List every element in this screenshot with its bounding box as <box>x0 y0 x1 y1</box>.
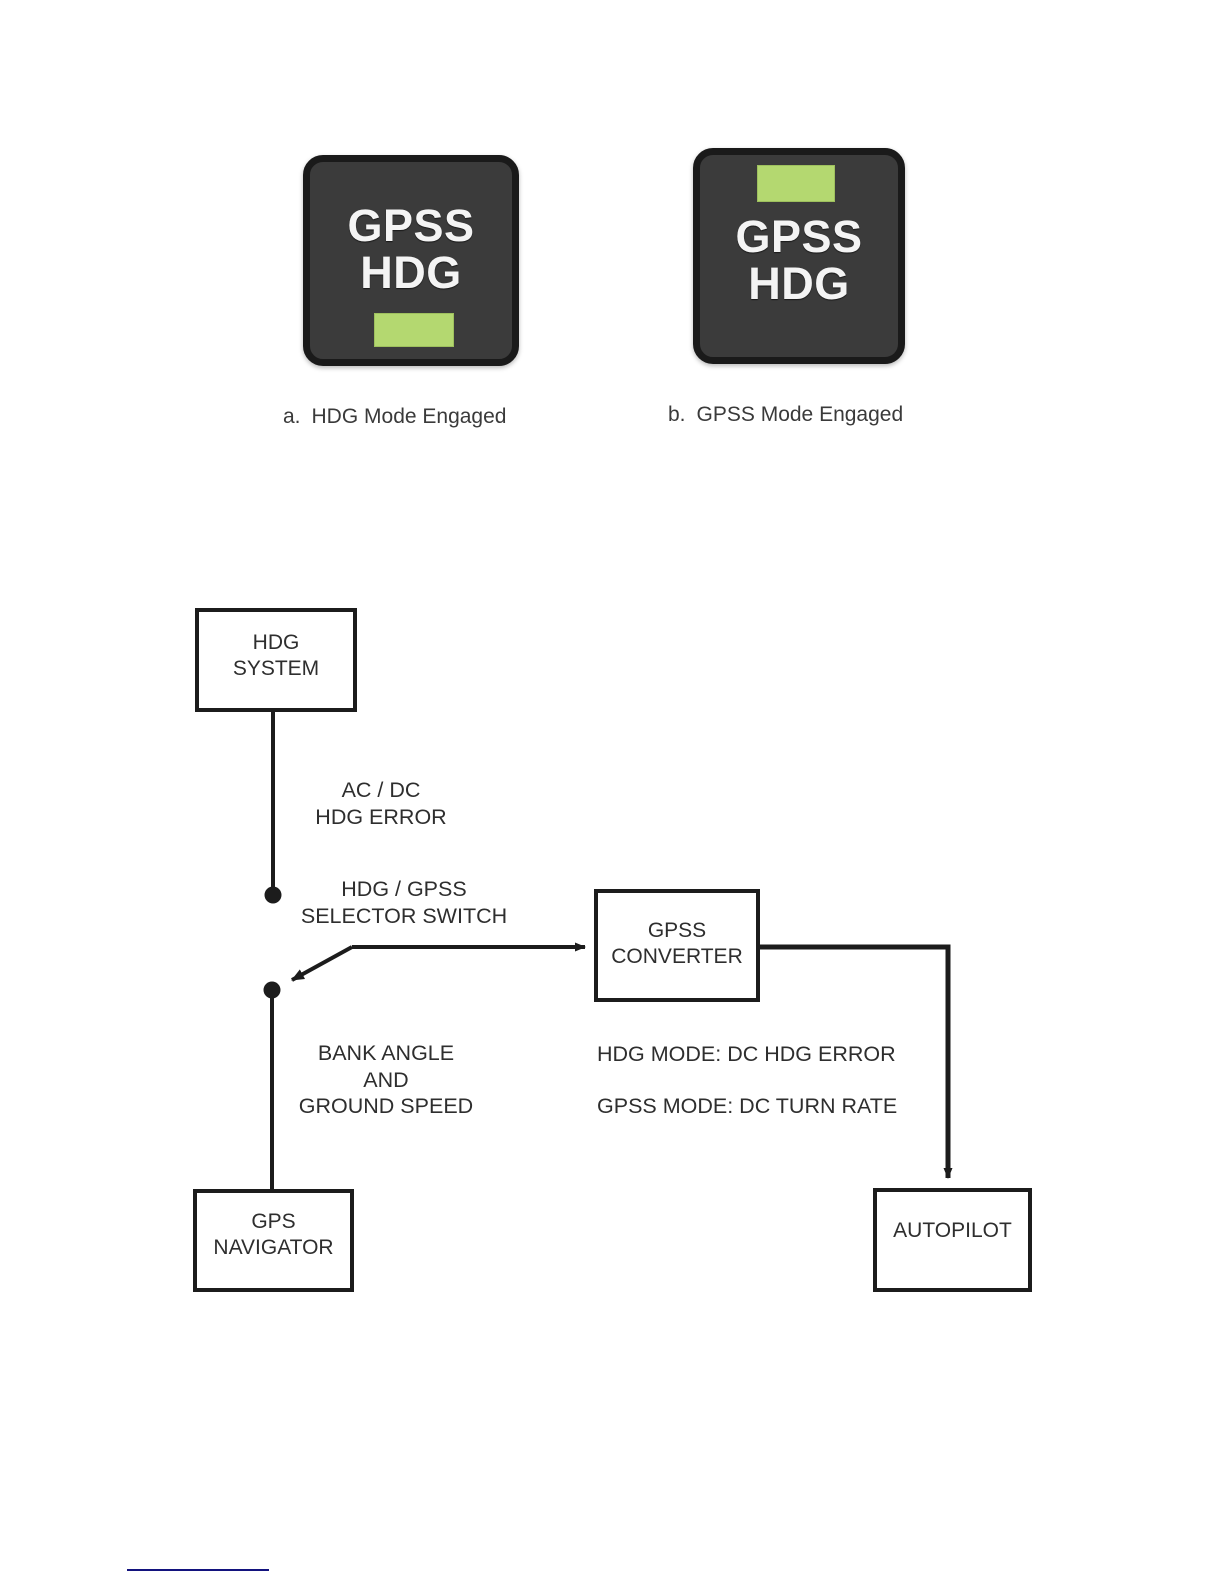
button-label-a-line2: HDG <box>360 247 462 299</box>
hdg-annunciator-led <box>374 313 454 347</box>
figure-b-caption-letter: b. <box>668 403 686 426</box>
button-label-b: GPSS HDG <box>700 213 898 308</box>
switch-pole-arm <box>291 945 353 982</box>
button-label-a: GPSS HDG <box>310 202 512 297</box>
switch-terminal-hdg <box>264 886 282 904</box>
box-label-gps-navigator: GPS NAVIGATOR <box>213 1210 334 1259</box>
button-label-b-line2: HDG <box>748 258 850 310</box>
box-label-gpss-converter: GPSS CONVERTER <box>611 919 743 968</box>
figure-b-caption: b. GPSS Mode Engaged <box>668 403 903 427</box>
label-gpss-mode-output: GPSS MODE: DC TURN RATE <box>597 1094 898 1118</box>
figure-b-caption-text: GPSS Mode Engaged <box>696 403 904 426</box>
label-bank-angle-ground-speed: BANK ANGLE AND GROUND SPEED <box>298 1041 474 1119</box>
label-ac-dc-hdg-error: AC / DC HDG ERROR <box>315 778 447 829</box>
figure-a-caption: a. HDG Mode Engaged <box>283 405 506 429</box>
label-hdg-gpss-selector-switch: HDG / GPSS SELECTOR SWITCH <box>300 877 508 928</box>
gpss-hdg-button-hdg-engaged[interactable]: GPSS HDG <box>303 155 519 366</box>
footer-separator-rule <box>127 1569 269 1571</box>
button-label-b-line1: GPSS <box>735 211 863 262</box>
figure-a-caption-text: HDG Mode Engaged <box>311 405 507 428</box>
box-label-autopilot: AUTOPILOT <box>893 1219 1012 1242</box>
switch-terminal-gpss <box>263 981 281 999</box>
label-hdg-mode-output: HDG MODE: DC HDG ERROR <box>597 1042 896 1066</box>
button-label-a-line1: GPSS <box>347 200 475 251</box>
box-label-hdg-system: HDG SYSTEM <box>232 631 320 680</box>
figure-a-caption-letter: a. <box>283 405 301 428</box>
gpss-hdg-button-gpss-engaged[interactable]: GPSS HDG <box>693 148 905 364</box>
gpss-annunciator-led <box>757 165 835 202</box>
